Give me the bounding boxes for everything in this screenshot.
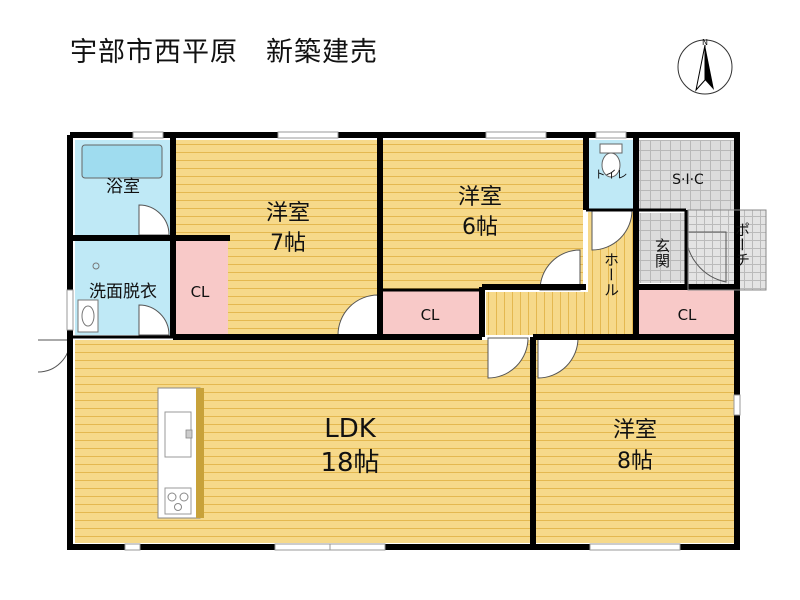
room-label-western-8-name: 洋室 xyxy=(613,418,657,443)
washer-drain-icon xyxy=(92,262,100,270)
closet-1-floor xyxy=(176,238,228,335)
room-label-sic: S·I·C xyxy=(672,172,704,188)
wash-basin-icon xyxy=(77,299,99,333)
bathtub-icon xyxy=(81,144,163,179)
closet-2-floor xyxy=(383,290,481,335)
room-label-western-7-size: 7帖 xyxy=(270,231,306,256)
room-label-closet-3: CL xyxy=(678,306,697,324)
room-label-closet-2: CL xyxy=(421,306,440,324)
room-label-toilet: トイレ xyxy=(595,168,628,181)
north-compass-icon: N xyxy=(677,38,733,95)
room-label-ldk-size: 18帖 xyxy=(320,448,379,478)
toilet-icon xyxy=(599,143,623,178)
genkan-floor xyxy=(639,213,685,283)
room-label-western-8-size: 8帖 xyxy=(617,449,653,474)
north-label: N xyxy=(702,38,708,47)
toilet-door-swing xyxy=(591,209,633,251)
room-label-western-6-size: 6帖 xyxy=(462,215,498,240)
patio-door-swing xyxy=(37,339,71,373)
western-8-floor xyxy=(536,340,736,543)
closet-3-floor xyxy=(639,290,736,335)
western-7-floor xyxy=(176,140,378,238)
room-label-bath: 浴室 xyxy=(106,177,140,197)
western-8-door-swing xyxy=(537,337,579,379)
kitchen-counter xyxy=(157,387,204,519)
room-label-porch: ポーチ xyxy=(733,222,751,267)
room-label-ldk-name: LDK xyxy=(324,414,377,444)
sic-floor xyxy=(639,140,736,210)
bath-door-swing xyxy=(138,204,170,236)
ldk-floor xyxy=(75,340,530,543)
room-label-closet-1: CL xyxy=(191,283,210,301)
stove-icon xyxy=(164,487,192,515)
room-label-genkan: 玄関 xyxy=(653,238,671,269)
western-6-door-swing xyxy=(539,249,581,291)
ldk-door-swing xyxy=(487,337,529,379)
room-label-western-7-name: 洋室 xyxy=(266,201,310,226)
washroom-door-swing xyxy=(138,304,170,336)
windows xyxy=(66,131,741,551)
room-label-washroom: 洗面脱衣 xyxy=(89,282,157,302)
plan-title: 宇部市西平原 新築建売 xyxy=(70,37,378,68)
room-label-western-6-name: 洋室 xyxy=(458,185,502,210)
porch-floor xyxy=(688,210,766,290)
room-label-hall: ホール xyxy=(602,252,620,297)
